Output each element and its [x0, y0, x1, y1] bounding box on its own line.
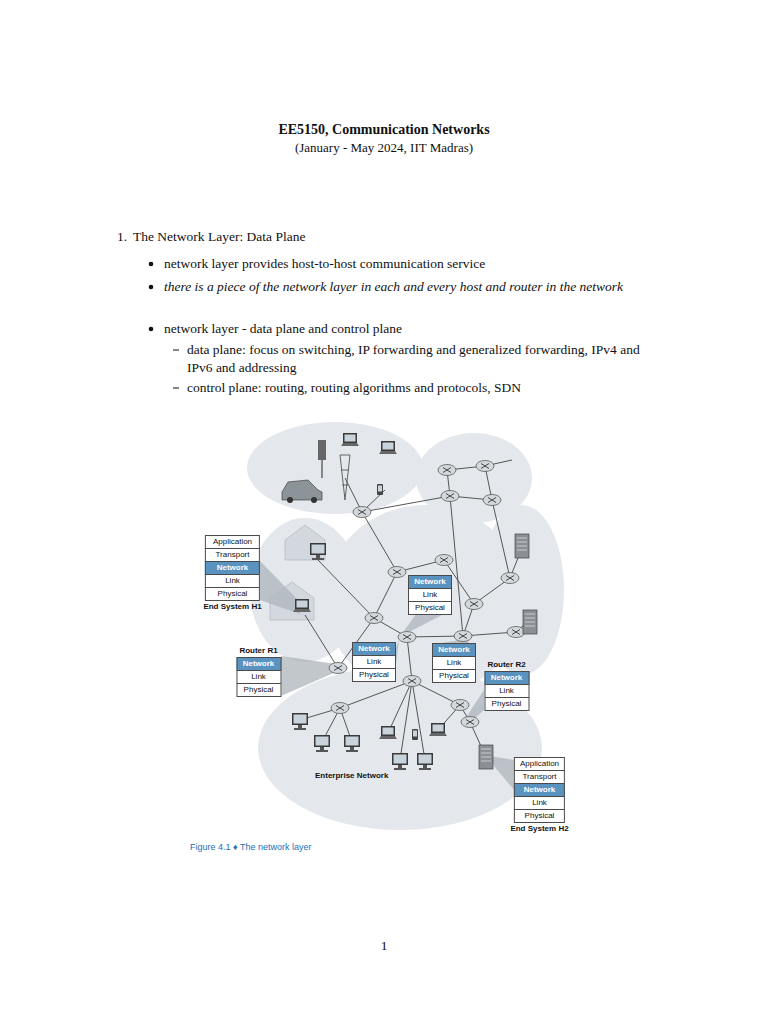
- bullet-text: there is a piece of the network layer in…: [164, 278, 646, 296]
- protocol-stack: Router R2 NetworkLinkPhysical: [484, 659, 529, 711]
- layer-box: Link: [352, 655, 396, 669]
- layer-name: Link: [447, 658, 462, 668]
- layer-name: Link: [423, 590, 438, 600]
- layer-box: Link: [514, 796, 565, 810]
- layer-name: Application: [520, 759, 559, 769]
- item-number: 1.: [117, 228, 127, 246]
- layer-box: Transport: [205, 548, 260, 562]
- sub-bullet-text: control plane: routing, routing algorith…: [187, 379, 521, 397]
- layer-box: Link: [205, 574, 260, 588]
- protocol-stack: Router R1 NetworkLinkPhysical: [236, 645, 281, 697]
- layer-box: Network: [514, 783, 565, 797]
- layer-name: Physical: [244, 685, 274, 695]
- layer-box: Physical: [484, 697, 529, 711]
- layer-name: Link: [367, 657, 382, 667]
- layer-name: Link: [225, 576, 240, 586]
- page-number: 1: [334, 937, 434, 955]
- layer-box: Physical: [352, 668, 396, 682]
- layer-name: Link: [532, 798, 547, 808]
- sub-bullet-text: data plane: focus on switching, IP forwa…: [187, 341, 649, 377]
- layer-box: Physical: [236, 683, 281, 697]
- layer-name: Network: [524, 785, 556, 795]
- layer-name: Network: [217, 563, 249, 573]
- section-heading: The Network Layer: Data Plane: [133, 228, 305, 246]
- stack-label: Router R2: [487, 660, 525, 670]
- layer-name: Physical: [415, 603, 445, 613]
- layer-box: Network: [484, 671, 529, 685]
- layer-name: Physical: [359, 670, 389, 680]
- layer-name: Physical: [525, 811, 555, 821]
- region-label: Enterprise Network: [315, 771, 388, 781]
- protocol-stack: End System H1 ApplicationTransportNetwork…: [203, 535, 261, 613]
- stack-label: Router R1: [239, 646, 277, 656]
- stack-label: End System H2: [510, 824, 568, 834]
- layer-name: Application: [213, 537, 252, 547]
- bullet-text: network layer - data plane and control p…: [164, 320, 402, 338]
- layer-name: Link: [251, 672, 266, 682]
- layer-box: Network: [205, 561, 260, 575]
- layer-box: Application: [205, 535, 260, 549]
- layer-name: Physical: [218, 589, 248, 599]
- layer-name: Transport: [523, 772, 557, 782]
- layer-box: Link: [484, 684, 529, 698]
- layer-box: Physical: [205, 587, 260, 601]
- layer-name: Physical: [492, 699, 522, 709]
- subtitle: (January - May 2024, IIT Madras): [184, 139, 584, 157]
- layer-box: Application: [514, 757, 565, 771]
- layer-box: Link: [236, 670, 281, 684]
- layer-name: Physical: [439, 671, 469, 681]
- layer-name: Network: [438, 645, 470, 655]
- layer-box: Link: [432, 656, 476, 670]
- layer-box: Network: [236, 657, 281, 671]
- layer-box: Link: [408, 588, 452, 602]
- protocol-stack: End System H2 ApplicationTransportNetwork…: [510, 757, 568, 835]
- layer-box: Network: [432, 643, 476, 657]
- layer-name: Transport: [216, 550, 250, 560]
- layer-box: Physical: [514, 809, 565, 823]
- layer-box: Transport: [514, 770, 565, 784]
- layer-name: Network: [358, 644, 390, 654]
- layer-box: Physical: [432, 669, 476, 683]
- layer-name: Network: [491, 673, 523, 683]
- layer-box: Network: [352, 642, 396, 656]
- bullet-text: network layer provides host-to-host comm…: [164, 255, 485, 273]
- stack-label: End System H1: [203, 602, 261, 612]
- layer-box: Physical: [408, 601, 452, 615]
- layer-name: Network: [243, 659, 275, 669]
- layer-name: Network: [414, 577, 446, 587]
- layer-box: Network: [408, 575, 452, 589]
- layer-name: Link: [499, 686, 514, 696]
- figure-caption: Figure 4.1 ♦ The network layer: [190, 842, 311, 853]
- page-title: EE5150, Communication Networks: [134, 121, 634, 139]
